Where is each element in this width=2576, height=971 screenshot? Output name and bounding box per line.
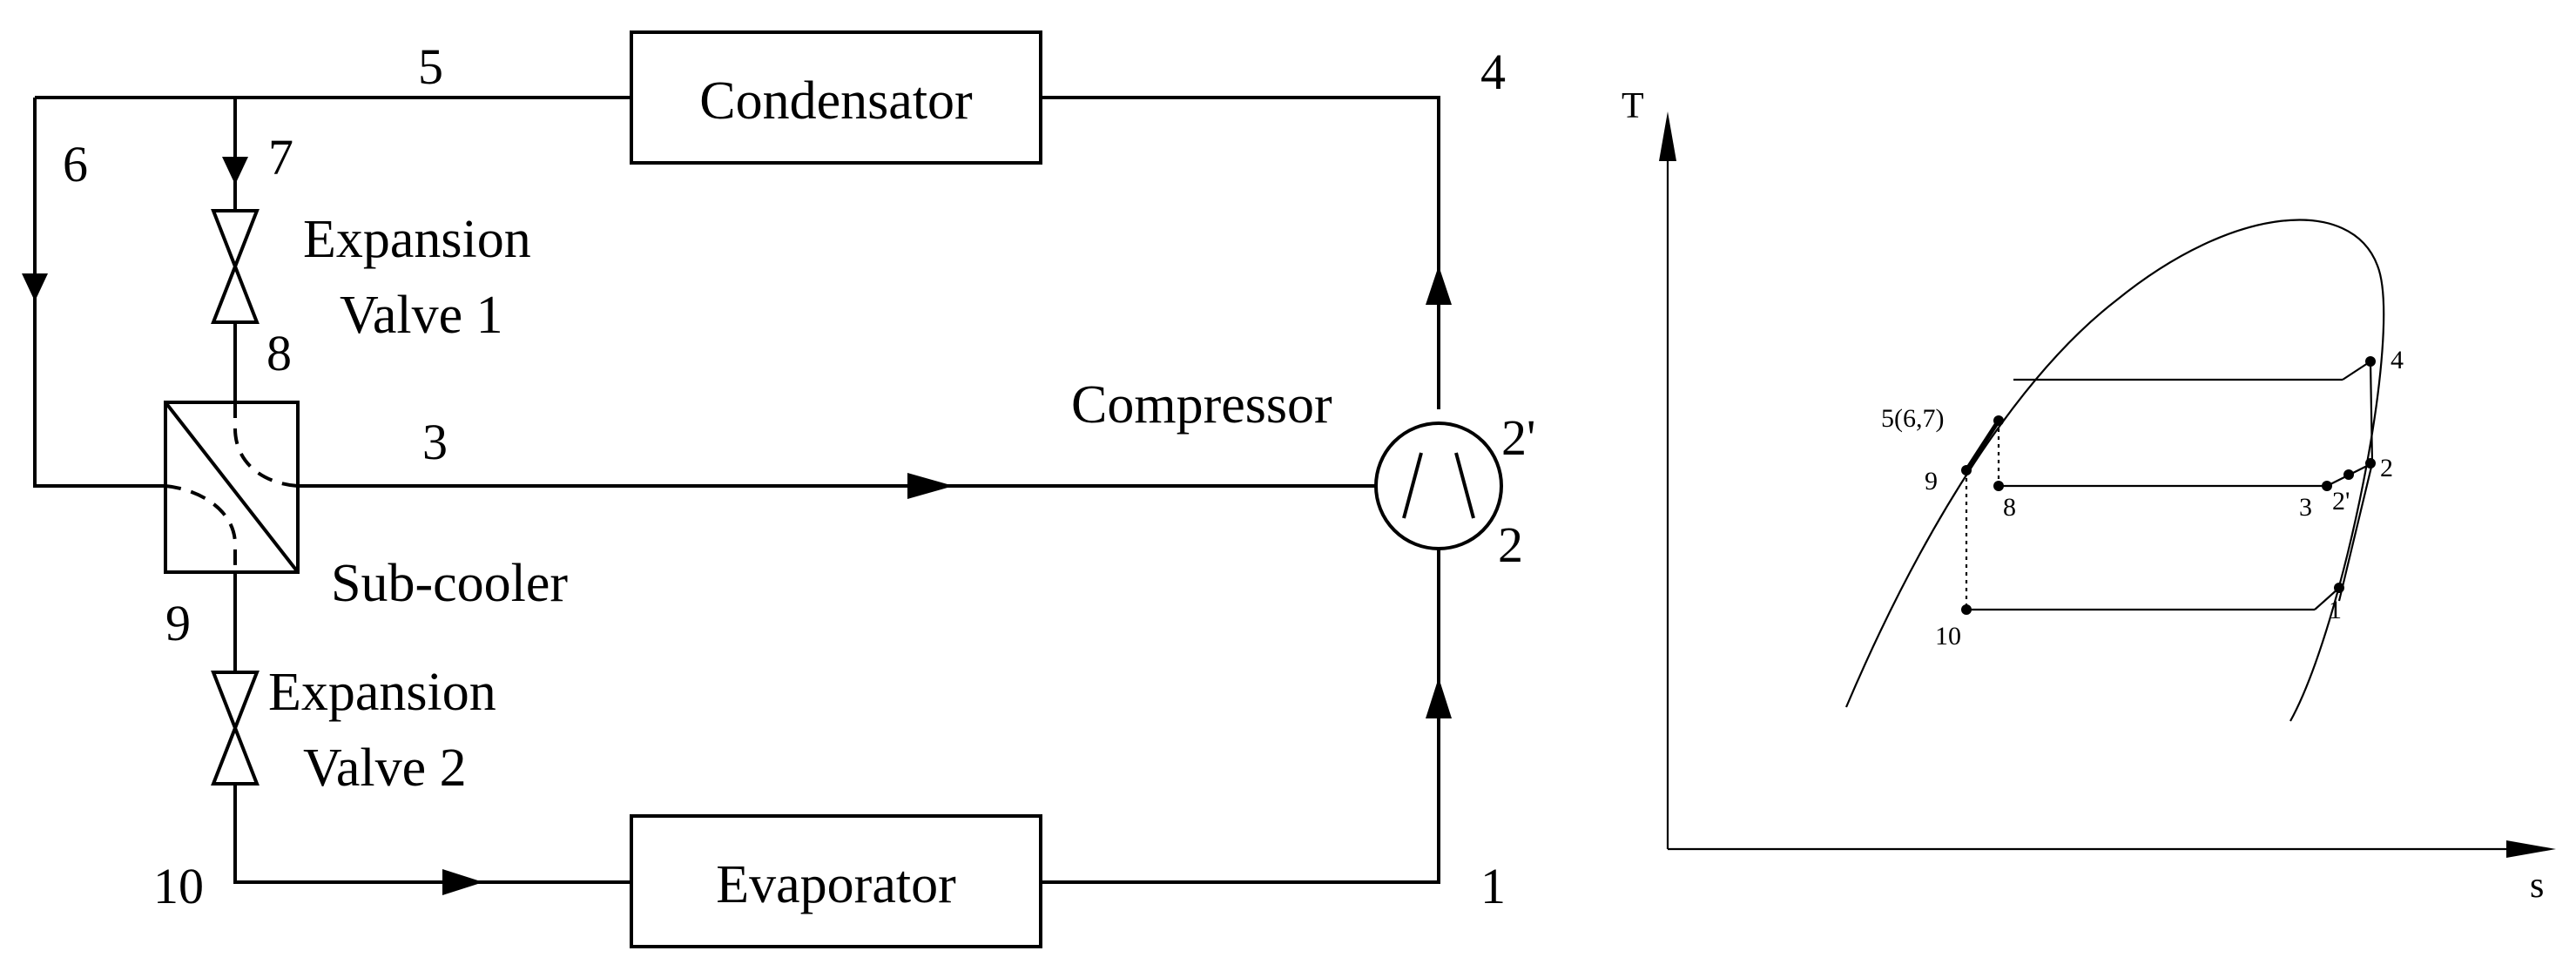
pipe-left-branch (33, 98, 165, 488)
subcooler-label: Sub-cooler (331, 554, 568, 613)
flow-arrow-6 (22, 273, 48, 301)
compressor-label: Compressor (1071, 375, 1332, 435)
point-label-2: 2 (2380, 454, 2393, 482)
state-label-6: 6 (63, 136, 88, 192)
point-4 (2365, 356, 2376, 367)
point-label-3: 3 (2299, 493, 2312, 522)
valve1-label-line1: Expansion (303, 210, 531, 269)
point-2 (2365, 458, 2376, 469)
pipe-evap-to-compressor (1041, 549, 1440, 884)
t-axis-label: T (1622, 86, 1644, 126)
state-label-3: 3 (422, 414, 448, 470)
point-8 (1993, 481, 2004, 491)
flow-arrow-7 (222, 157, 248, 185)
line-compression-2-4 (2342, 361, 2371, 381)
state-label-5: 5 (418, 38, 443, 95)
subcooler-diagonal (164, 401, 300, 574)
pipe-valve2 (233, 568, 631, 884)
point-label-8: 8 (2003, 493, 2016, 522)
ts-diagram: T s 4 5(6,7) 9 8 3 2' 2 10 1 (1622, 86, 2556, 906)
evaporator-box (630, 814, 1042, 948)
state-label-2p: 2' (1501, 409, 1535, 466)
expansion-valve-2-icon (211, 671, 260, 786)
compressor-icon (1374, 421, 1503, 550)
valve2-label-line2: Valve 2 (303, 738, 467, 798)
valve1-label-line2: Valve 1 (340, 286, 503, 345)
state-label-9: 9 (165, 595, 191, 651)
flow-arrow-3 (907, 473, 954, 499)
flow-arrow-4 (1426, 266, 1452, 305)
cycle-schematic: Condensator Evaporator Expansion Valve 1… (22, 30, 1535, 948)
evaporator-label: Evaporator (716, 855, 956, 914)
point-label-10: 10 (1935, 622, 1961, 651)
line-1-near (2314, 587, 2340, 610)
point-label-1: 1 (2329, 596, 2342, 624)
subcooled-line-5-9 (1964, 419, 2001, 472)
state-label-4: 4 (1480, 44, 1506, 100)
valve2-label-line1: Expansion (268, 663, 496, 722)
point-9 (1961, 465, 1972, 475)
subcooler-internal-path-lower (165, 484, 237, 572)
compressor-blade-left (1402, 452, 1423, 519)
point-label-2p: 2' (2332, 487, 2350, 516)
flow-arrow-1 (1426, 678, 1452, 718)
s-axis-arrow-icon (2506, 840, 2556, 858)
point-label-567: 5(6,7) (1881, 404, 1944, 433)
t-axis-arrow-icon (1659, 111, 1676, 161)
state-label-2: 2 (1498, 516, 1523, 573)
point-3 (2322, 481, 2332, 491)
expansion-valve-1-icon (211, 209, 260, 324)
compressor-blade-right (1454, 452, 1475, 519)
point-2p (2343, 469, 2354, 480)
state-label-8: 8 (266, 325, 292, 381)
point-1 (2334, 583, 2344, 593)
condensator-label: Condensator (699, 71, 973, 131)
point-label-4: 4 (2391, 346, 2404, 374)
state-label-10: 10 (153, 858, 204, 914)
pipe-top (35, 96, 1440, 409)
flow-arrow-10 (442, 869, 483, 895)
subcooler-internal-path-upper (233, 402, 299, 488)
state-label-1: 1 (1480, 858, 1506, 914)
point-10 (1961, 604, 1972, 615)
s-axis-label: s (2530, 866, 2544, 906)
condensator-box (630, 30, 1042, 165)
point-label-9: 9 (1925, 467, 1938, 496)
point-5 (1993, 415, 2004, 426)
line-superheat (2337, 361, 2374, 602)
state-label-7: 7 (268, 129, 293, 185)
